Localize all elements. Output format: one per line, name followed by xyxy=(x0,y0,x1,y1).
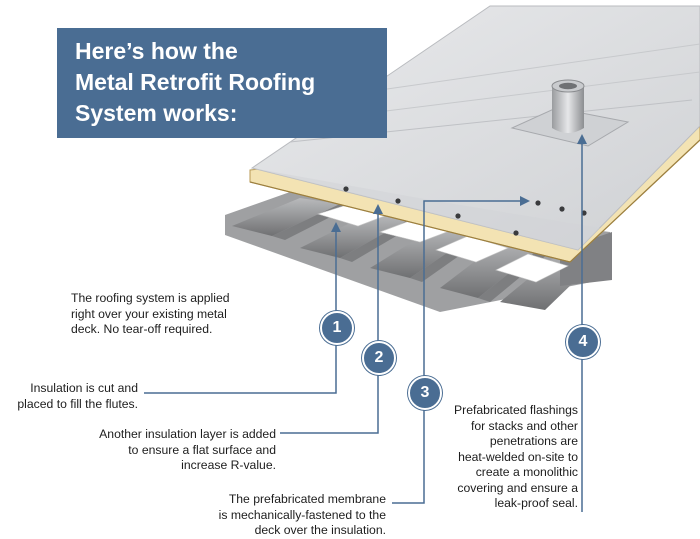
step-3-line: The prefabricated membrane xyxy=(228,492,386,506)
leader-line-1 xyxy=(144,228,337,394)
membrane-sheet xyxy=(250,5,700,251)
title-line: System works: xyxy=(75,100,238,126)
step-2-line: increase R-value. xyxy=(181,458,276,472)
step-4-line: Prefabricated flashings xyxy=(454,403,578,417)
arrowhead-4 xyxy=(577,134,587,144)
leader-arrowheads xyxy=(331,134,587,232)
step-4-text: Prefabricated flashings for stacks and o… xyxy=(438,403,578,512)
step-3-text: The prefabricated membrane is mechanical… xyxy=(188,492,386,539)
step-4-line: create a monolithic xyxy=(475,465,578,479)
arrowhead-3 xyxy=(520,196,530,206)
intro-line: deck. No tear-off required. xyxy=(71,322,213,336)
step-2-text: Another insulation layer is added to ens… xyxy=(60,427,276,474)
intro-line: right over your existing metal xyxy=(71,306,227,321)
step-3-badge: 3 xyxy=(408,376,442,410)
step-1-line: placed to fill the flutes. xyxy=(17,396,138,411)
fasteners xyxy=(343,186,587,236)
leader-line-3 xyxy=(392,200,524,504)
title-line: Metal Retrofit Roofing xyxy=(75,69,316,95)
step-1-text: Insulation is cut and placed to fill the… xyxy=(0,381,138,412)
step-4-line: for stacks and other xyxy=(470,418,578,433)
step-1-badge: 1 xyxy=(320,311,354,345)
step-4-line: penetrations are xyxy=(489,434,578,448)
title-line: Here’s how the xyxy=(75,38,238,64)
step-2-badge: 2 xyxy=(362,341,396,375)
leader-line-2 xyxy=(280,210,379,434)
step-1-line: Insulation is cut and xyxy=(30,381,138,395)
page-title: Here’s how the Metal Retrofit Roofing Sy… xyxy=(75,36,375,129)
step-3-line: is mechanically-fastened to the xyxy=(218,507,386,522)
intro-line: The roofing system is applied xyxy=(71,291,230,305)
intro-text: The roofing system is applied right over… xyxy=(71,291,230,338)
step-3-line: deck over the insulation. xyxy=(254,523,386,537)
step-2-line: to ensure a flat surface and xyxy=(128,442,276,457)
title-banner xyxy=(57,28,387,138)
step-4-badge: 4 xyxy=(566,325,600,359)
arrowhead-2 xyxy=(373,204,383,214)
step-2-line: Another insulation layer is added xyxy=(99,427,276,441)
step-4-line: covering and ensure a xyxy=(457,480,578,495)
step-4-line: heat-welded on-site to xyxy=(458,449,578,464)
vent-stack xyxy=(510,79,630,147)
arrowhead-1 xyxy=(331,222,341,232)
step-4-line: leak-proof seal. xyxy=(494,496,578,510)
